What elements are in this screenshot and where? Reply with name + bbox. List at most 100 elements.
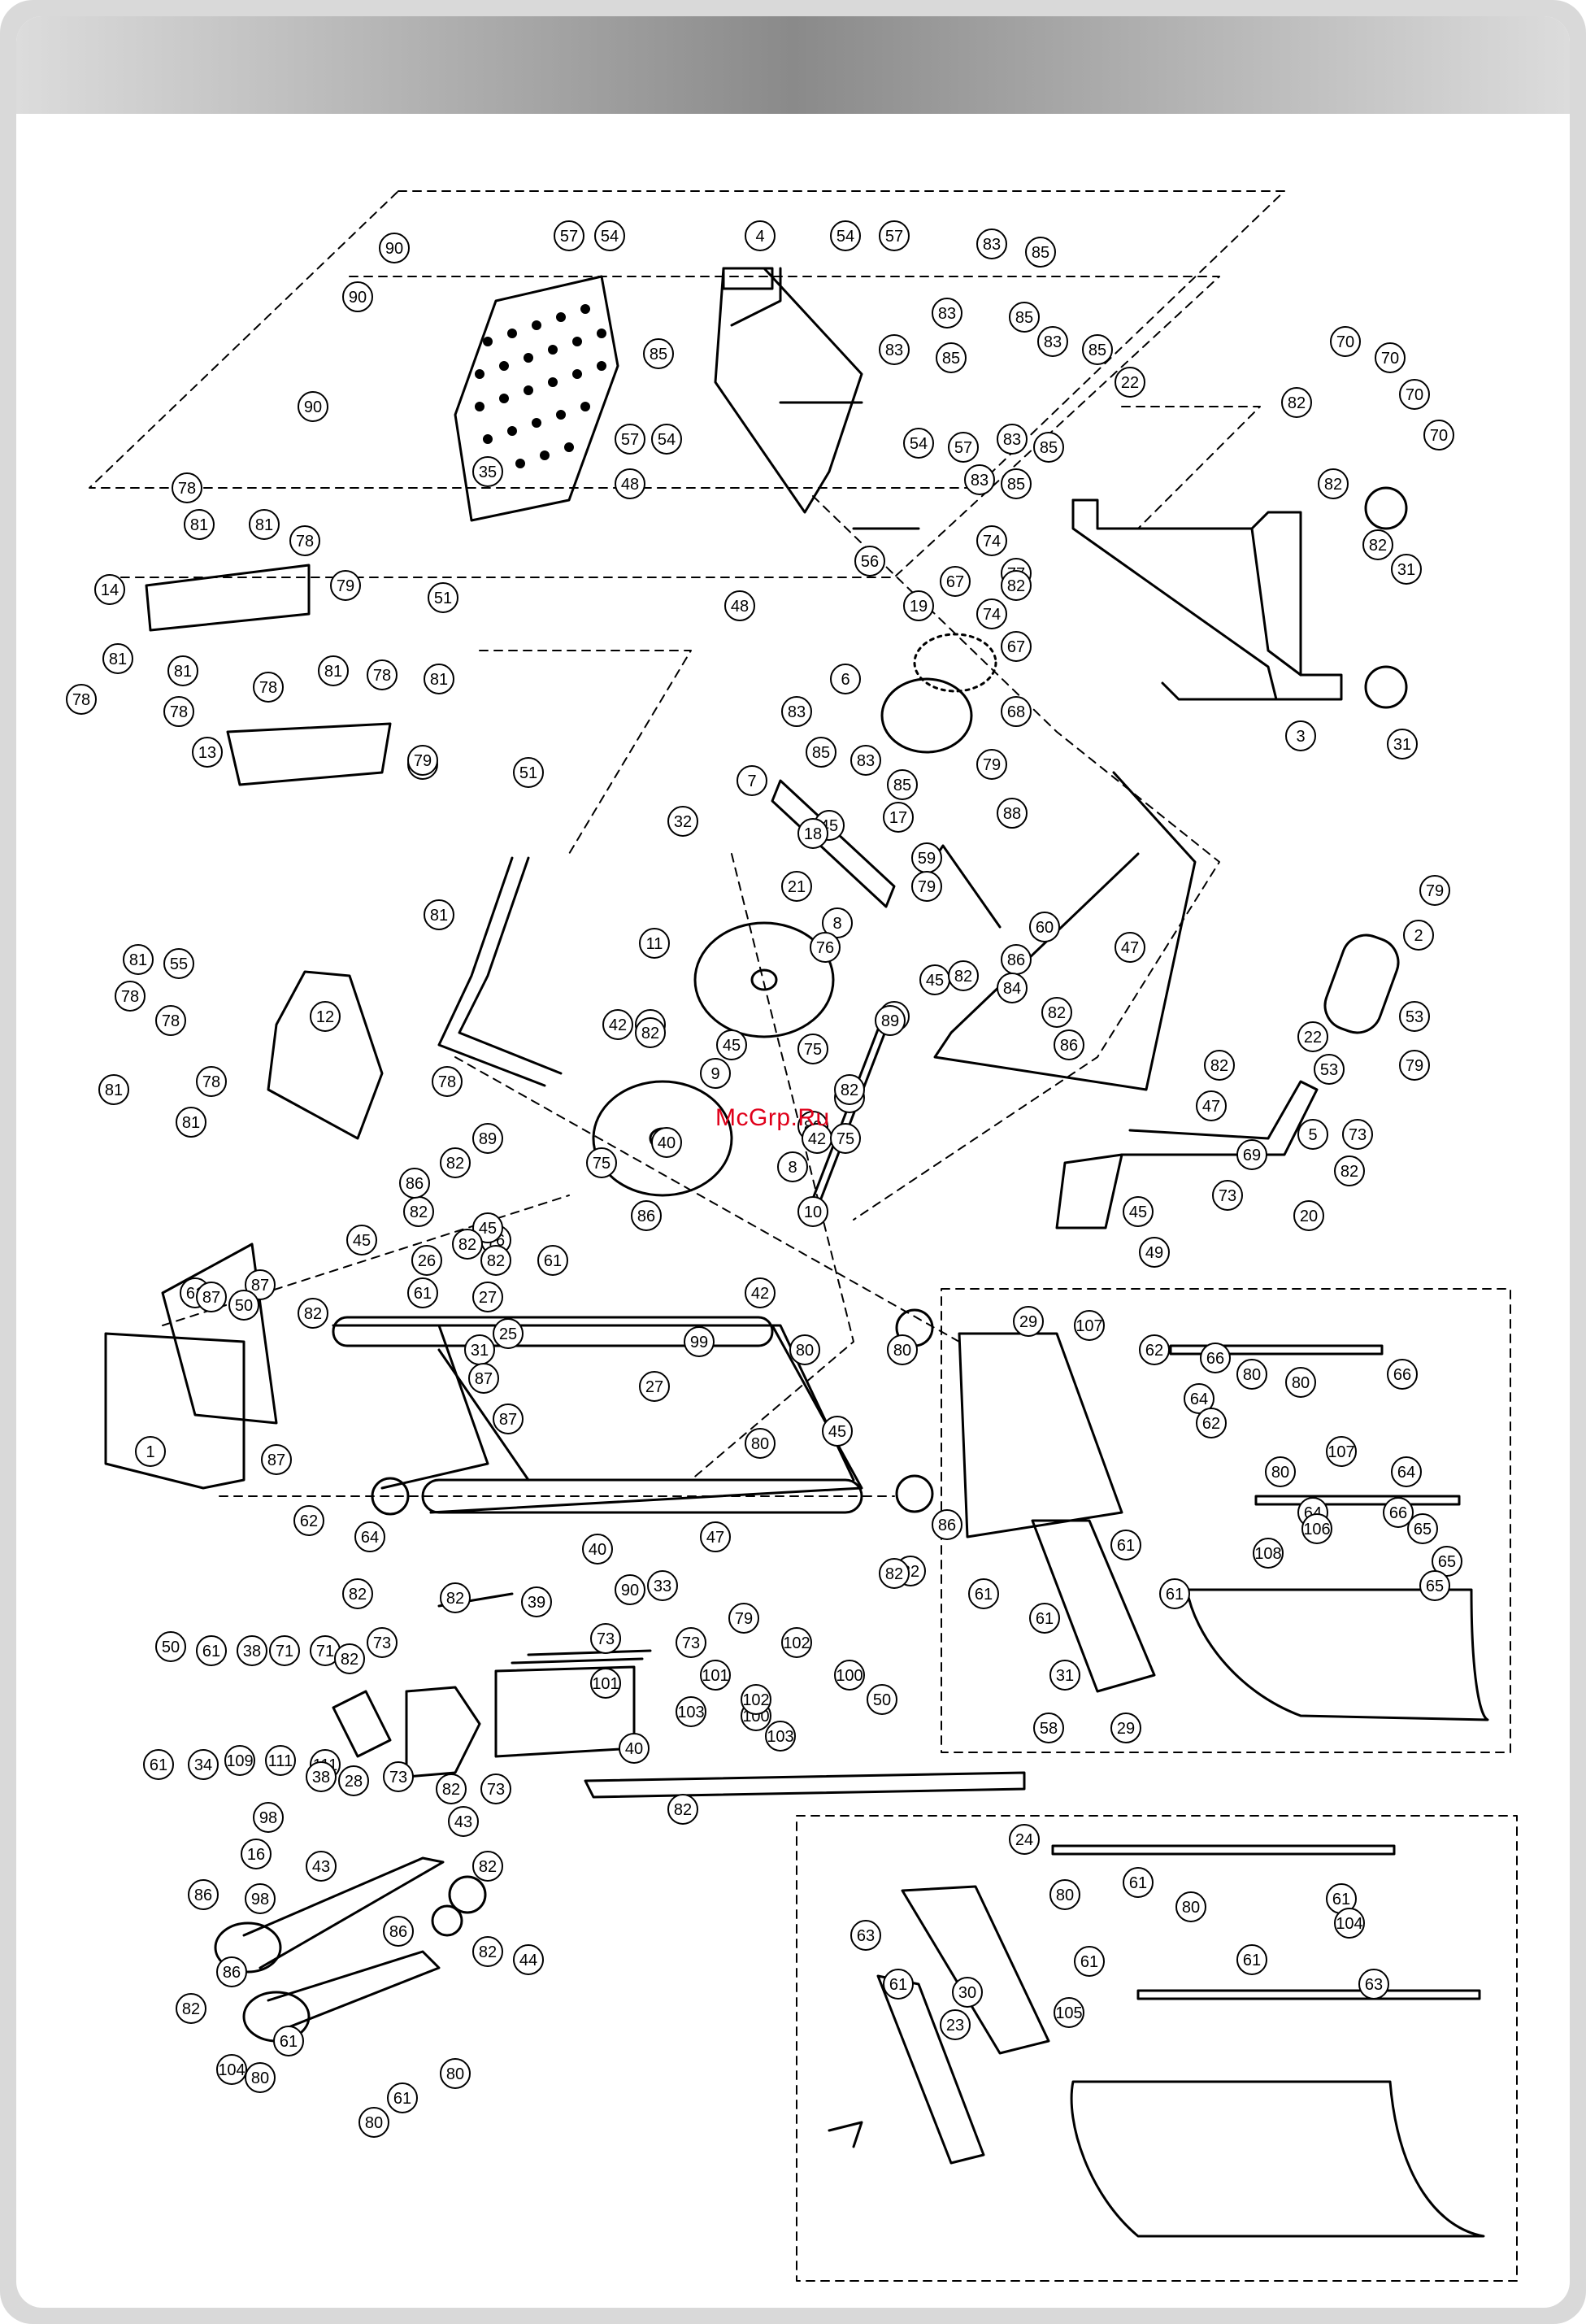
callout-number: 83: [983, 236, 1001, 254]
part-callout: 73: [676, 1627, 706, 1658]
part-callout: 82: [1281, 387, 1312, 418]
callout-number: 75: [804, 1041, 822, 1059]
callout-number: 83: [885, 342, 903, 359]
callout-circle: [1236, 1139, 1267, 1170]
callout-circle: [810, 932, 841, 963]
callout-circle: [968, 1578, 999, 1609]
callout-circle: [216, 2054, 247, 2085]
part-callout: 80: [887, 1334, 918, 1365]
callout-number: 13: [198, 744, 216, 762]
callout-circle: [1110, 1530, 1141, 1560]
part-callout: 86: [631, 1200, 662, 1231]
callout-circle: [1285, 720, 1316, 751]
callout-circle: [976, 598, 1007, 629]
callout-circle: [724, 590, 755, 621]
callout-circle: [1074, 1946, 1105, 1977]
callout-number: 55: [170, 955, 188, 973]
callout-circle: [1326, 1436, 1357, 1467]
callout-circle: [867, 1684, 897, 1715]
callout-circle: [1029, 912, 1060, 942]
callout-number: 16: [247, 1846, 265, 1864]
part-callout: 81: [184, 509, 215, 540]
part-callout: 83: [976, 228, 1007, 259]
callout-number: 73: [597, 1630, 615, 1648]
callout-number: 79: [918, 878, 936, 896]
part-callout: 64: [1184, 1383, 1214, 1414]
callout-number: 80: [365, 2114, 383, 2132]
callout-number: 53: [1320, 1061, 1338, 1079]
part-callout: 79: [1399, 1050, 1430, 1081]
flywheel-set: [592, 633, 997, 1197]
callout-circle: [932, 298, 962, 329]
callout-circle: [1399, 379, 1430, 410]
part-callout: 6: [830, 664, 861, 694]
callout-number: 81: [430, 907, 448, 925]
callout-number: 48: [731, 598, 749, 616]
part-callout: 106: [1301, 1513, 1332, 1544]
part-callout: 10: [797, 1196, 828, 1227]
callout-number: 87: [202, 1289, 220, 1307]
callout-circle: [554, 220, 584, 251]
callout-circle: [196, 1635, 227, 1666]
part-callout: 102: [741, 1684, 771, 1715]
callout-circle: [976, 228, 1007, 259]
part-callout: 18: [797, 818, 828, 849]
callout-circle: [1212, 1180, 1243, 1211]
callout-number: 82: [674, 1801, 692, 1819]
part-callout: 47: [1115, 932, 1145, 963]
callout-circle: [940, 566, 971, 597]
part-callout: 78: [367, 659, 398, 690]
callout-number: 73: [682, 1634, 700, 1652]
part-callout: 45: [919, 964, 950, 995]
callout-number: 57: [621, 431, 639, 449]
callout-number: 17: [889, 809, 907, 827]
callout-number: 78: [170, 703, 188, 721]
callout-circle: [176, 1107, 206, 1138]
callout-number: 85: [1032, 244, 1049, 262]
part-callout: 86: [399, 1168, 430, 1199]
callout-circle: [1001, 570, 1032, 601]
callout-circle: [1115, 932, 1145, 963]
part-callout: 54: [903, 428, 934, 459]
callout-circle: [1082, 334, 1113, 365]
callout-circle: [1403, 920, 1434, 951]
part-callout: 83: [850, 745, 881, 776]
part-callout: 82: [948, 960, 979, 991]
part-callout: 82: [452, 1229, 483, 1260]
callout-circle: [1301, 1513, 1332, 1544]
callout-circle: [639, 1371, 670, 1402]
part-callout: 42: [602, 1009, 633, 1040]
callout-circle: [1375, 342, 1406, 373]
callout-circle: [1293, 1200, 1324, 1231]
part-callout: 83: [1037, 326, 1068, 357]
part-callout: 27: [639, 1371, 670, 1402]
callout-circle: [1041, 997, 1072, 1028]
part-callout: 62: [1196, 1408, 1227, 1438]
callout-number: 103: [767, 1728, 793, 1746]
part-callout: 78: [155, 1005, 186, 1036]
part-callout: 70: [1399, 379, 1430, 410]
part-callout: 35: [472, 456, 503, 487]
callout-number: 45: [1129, 1203, 1147, 1221]
part-callout: 82: [436, 1773, 467, 1804]
callout-circle: [224, 1745, 255, 1776]
callout-number: 70: [1336, 333, 1354, 351]
callout-number: 62: [300, 1512, 318, 1530]
callout-number: 104: [1336, 1915, 1362, 1933]
callout-number: 80: [893, 1342, 911, 1360]
callout-number: 43: [454, 1813, 472, 1831]
callout-circle: [797, 1034, 828, 1064]
part-callout: 82: [440, 1582, 471, 1613]
callout-number: 90: [349, 289, 367, 307]
callout-number: 85: [1040, 439, 1058, 457]
callout-number: 87: [499, 1411, 517, 1429]
callout-number: 75: [836, 1130, 854, 1148]
callout-number: 40: [658, 1134, 676, 1152]
callout-number: 61: [150, 1756, 167, 1774]
callout-number: 54: [601, 228, 619, 246]
callout-number: 98: [251, 1891, 269, 1908]
callout-number: 83: [1003, 431, 1021, 449]
callout-circle: [781, 871, 812, 902]
callout-circle: [822, 1416, 853, 1447]
part-callout: 73: [1342, 1119, 1373, 1150]
